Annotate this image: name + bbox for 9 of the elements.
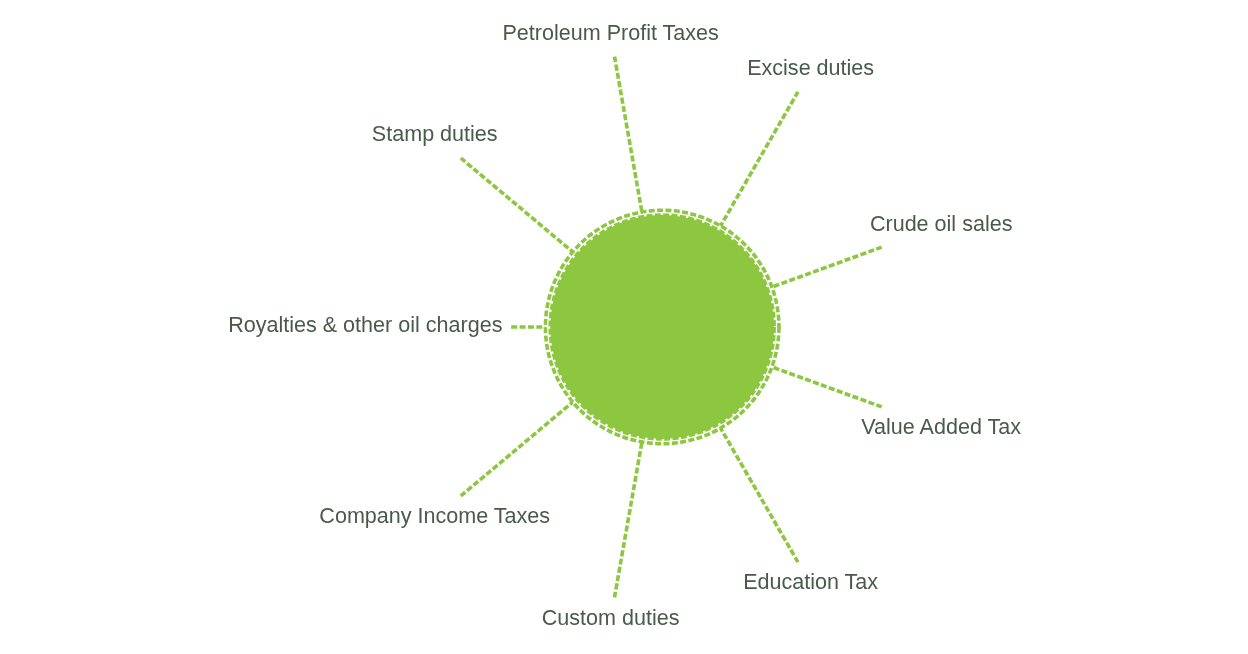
node-text: Crude oil sales — [869, 210, 1012, 236]
node-text: Custom duties — [541, 604, 680, 630]
node-text: Company Income Taxes — [318, 503, 550, 529]
node-text: Education Tax — [742, 569, 878, 595]
node-text: Value Added Tax — [860, 413, 1021, 439]
node-text: Excise duties — [746, 55, 874, 81]
node-text: Petroleum Profit Taxes — [501, 19, 719, 45]
node-text: Royalties & other oil charges — [227, 312, 502, 338]
node-text: Stamp duties — [371, 121, 498, 147]
